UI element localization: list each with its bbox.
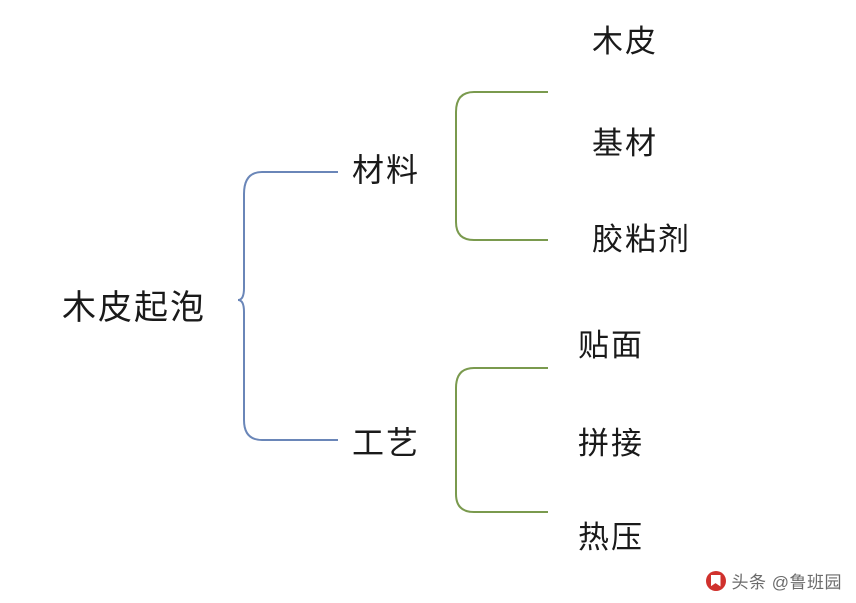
root-brace (237, 171, 338, 441)
watermark-text: 头条 @鲁班园 (731, 573, 842, 592)
leaf-node-process-1: 贴面 (578, 328, 644, 363)
material-brace (455, 91, 548, 241)
leaf-node-material-3: 胶粘剂 (592, 222, 691, 257)
leaf-node-material-2: 基材 (592, 126, 658, 161)
process-brace (455, 367, 548, 513)
branch-node-material: 材料 (352, 152, 421, 188)
toutiao-logo-icon (705, 570, 726, 591)
root-node-label: 木皮起泡 (62, 290, 206, 327)
leaf-node-process-3: 热压 (578, 520, 644, 555)
leaf-node-process-2: 拼接 (578, 426, 644, 461)
leaf-node-material-1: 木皮 (592, 24, 658, 59)
watermark: 头条 @鲁班园 (705, 568, 842, 593)
branch-node-process: 工艺 (352, 425, 421, 461)
